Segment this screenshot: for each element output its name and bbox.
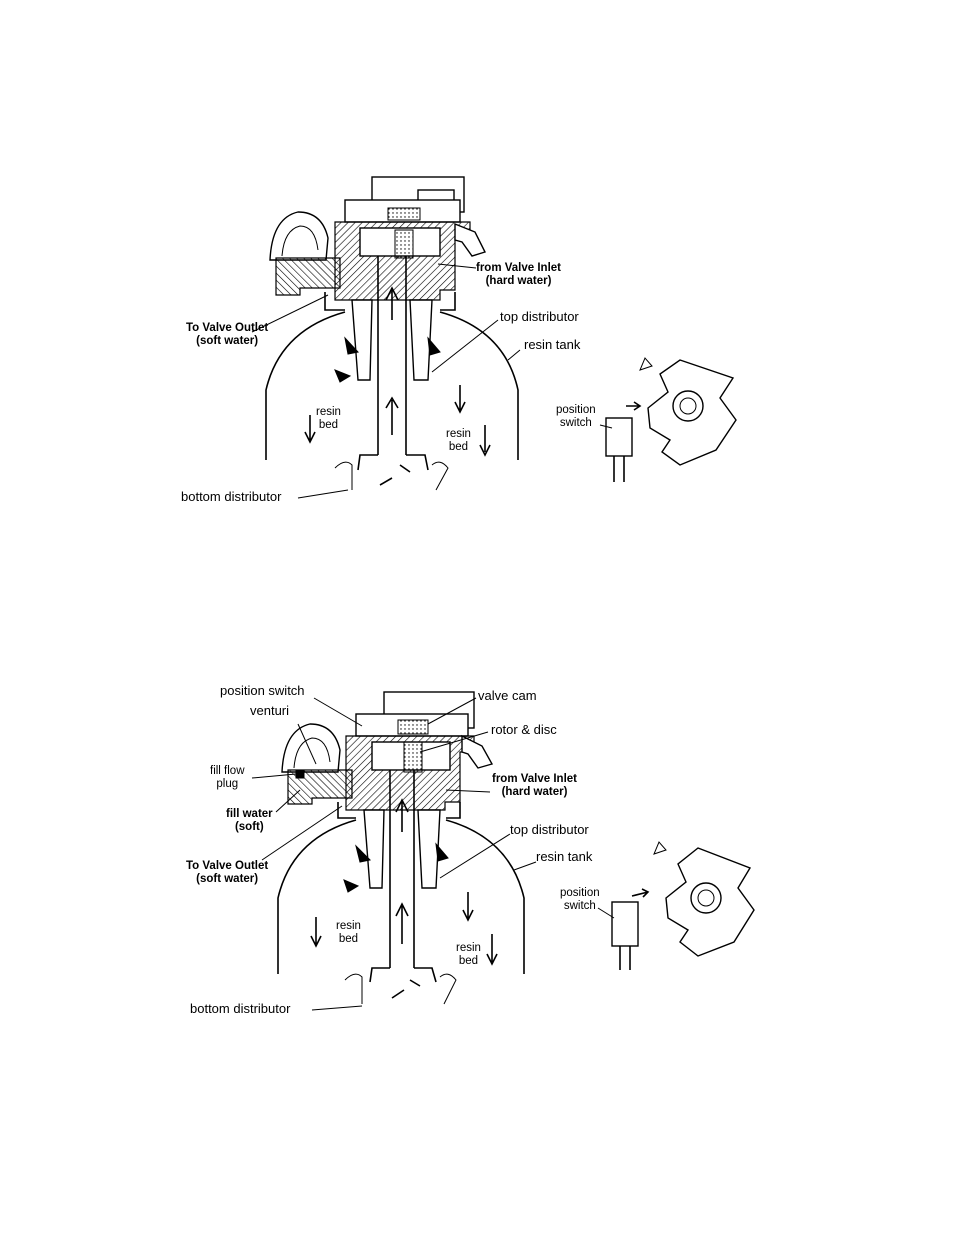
label-resin-bed-right: resin bed (456, 942, 481, 967)
label-fill-water: fill water (soft) (226, 808, 273, 833)
venturi-body (275, 257, 341, 296)
resin-tank-left-wall (277, 819, 357, 974)
diagram-panel-fill: position switch venturi valve cam rotor … (0, 672, 954, 1032)
leader-valve-cam (427, 697, 477, 725)
up-flow-arrow (395, 902, 409, 944)
resin-tank-left-wall (265, 311, 346, 460)
leader-position-switch (313, 697, 363, 727)
label-position-switch: position switch (556, 404, 596, 429)
label-to-valve-outlet: To Valve Outlet (soft water) (186, 860, 269, 885)
label-position-switch-top: position switch (220, 683, 305, 698)
up-flow-arrow (385, 396, 399, 435)
label-venturi: venturi (250, 703, 290, 718)
resin-tank-right-wall (439, 311, 519, 460)
label-bottom-distributor: bottom distributor (190, 1001, 291, 1016)
leader-rotor-disc (419, 731, 489, 753)
leader-from-valve-inlet (437, 263, 477, 269)
leader-to-valve-outlet (251, 294, 329, 333)
bottom-distributor-left (334, 461, 353, 490)
resin-tank-right-wall (445, 819, 525, 974)
leader-to-valve-outlet (261, 805, 343, 861)
label-resin-bed-right: resin bed (446, 428, 471, 453)
position-switch-body (611, 901, 639, 947)
inlet-spout (454, 222, 486, 257)
leader-fill-water (275, 789, 301, 813)
label-to-valve-outlet: To Valve Outlet (soft water) (186, 322, 269, 347)
rotor-disc (394, 229, 414, 259)
leader-resin-tank (507, 349, 521, 361)
flow-arrow (344, 336, 359, 355)
flow-arrow (355, 844, 372, 863)
bottom-distributor-right (431, 461, 449, 491)
flow-arrow (435, 842, 449, 862)
switch-arm-arrow (631, 888, 650, 898)
cam-hub (672, 390, 704, 422)
down-flow-arrow (310, 917, 322, 948)
leader-resin-tank (513, 861, 537, 871)
valve-cam-gear (387, 207, 421, 221)
label-top-distributor: top distributor (500, 309, 579, 324)
leader-top-distributor (431, 319, 499, 373)
leader-bottom-distributor (297, 489, 349, 499)
down-flow-arrow (454, 385, 466, 414)
valve-tank-cutaway-drawing (251, 176, 737, 499)
up-flow-arrow (395, 798, 409, 832)
bottom-distributor-left (344, 973, 363, 1004)
label-valve-cam: valve cam (478, 688, 537, 703)
flow-arrow (343, 879, 360, 893)
venturi-dome (269, 211, 329, 261)
leader-fill-flow-plug (251, 773, 297, 779)
down-flow-arrow (479, 425, 491, 457)
switch-arm-arrow (626, 401, 642, 411)
label-resin-tank: resin tank (524, 337, 581, 352)
leader-from-valve-inlet (445, 789, 491, 793)
flow-arrow (334, 369, 352, 383)
index-triangle (653, 841, 667, 855)
label-from-valve-inlet: from Valve Inlet (hard water) (476, 262, 562, 287)
rotor-disc (403, 741, 423, 773)
diagram-panel-service: from Valve Inlet (hard water) To Valve O… (0, 160, 954, 530)
label-position-switch: position switch (560, 887, 600, 912)
index-triangle (639, 357, 653, 371)
label-fill-flow-plug: fill flow plug (210, 765, 245, 790)
position-switch-body (605, 417, 633, 457)
label-bottom-distributor: bottom distributor (181, 489, 282, 504)
bottom-distributor-right (439, 973, 457, 1005)
venturi-dome (281, 723, 341, 773)
top-distributor-left (363, 809, 385, 889)
down-flow-arrow (462, 892, 474, 922)
top-distributor-left (351, 299, 373, 381)
fill-flow-plug (295, 769, 305, 779)
down-flow-arrow (486, 934, 498, 966)
valve-cam-gear (397, 719, 429, 735)
label-resin-bed-left: resin bed (336, 920, 361, 945)
label-resin-bed-left: resin bed (316, 406, 341, 431)
label-from-valve-inlet: from Valve Inlet (hard water) (492, 773, 578, 798)
valve-tank-cutaway-drawing (251, 691, 755, 1011)
leader-bottom-distributor (311, 1005, 363, 1011)
top-distributor-right (417, 809, 441, 889)
cam-hub (690, 882, 722, 914)
top-distributor-right (409, 299, 433, 381)
down-flow-arrow (304, 415, 316, 444)
label-resin-tank: resin tank (536, 849, 593, 864)
inlet-spout (461, 734, 494, 769)
leader-top-distributor (439, 833, 511, 879)
label-rotor-disc: rotor & disc (491, 722, 557, 737)
label-top-distributor: top distributor (510, 822, 589, 837)
up-flow-arrow (385, 286, 399, 320)
flow-arrow (427, 336, 441, 356)
leader-venturi (297, 723, 317, 765)
